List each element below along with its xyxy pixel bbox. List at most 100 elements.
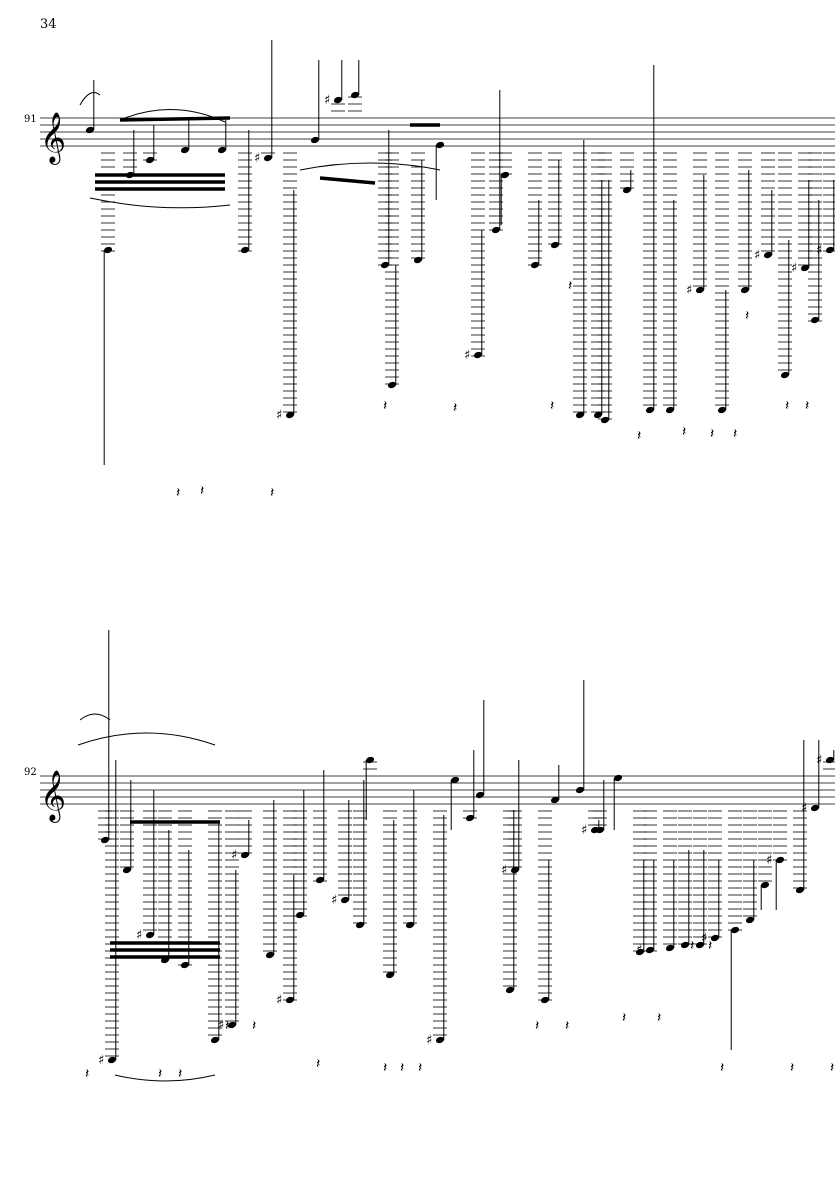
notehead [122,866,132,874]
measure-number-92: 92 [24,767,37,778]
sharp-icon: ♯ [816,753,822,768]
rest-icon: 𝄽 [200,483,204,499]
notehead [695,286,705,294]
sharp-icon: ♯ [426,1033,432,1048]
rest-icon: 𝄽 [720,1060,724,1076]
notehead [717,406,727,414]
sharp-icon: ♯ [276,408,282,423]
rest-icon: 𝄽 [270,485,274,501]
rest-icon: 𝄽 [657,1010,661,1026]
notehead [285,411,295,419]
notehead [350,91,360,99]
notehead [680,941,690,949]
sharp-icon: ♯ [98,1053,104,1068]
rest-icon: 𝄽 [637,428,641,444]
sharp-icon: ♯ [324,93,330,108]
notehead [103,246,113,254]
notehead [227,1021,237,1029]
rest-icon: 𝄽 [568,278,572,294]
treble-clef-icon: 𝄞 [40,112,66,165]
rest-icon: 𝄽 [225,1018,229,1034]
notehead [600,416,610,424]
sharp-icon: ♯ [701,931,707,946]
notehead [665,406,675,414]
notehead [695,941,705,949]
rest-icon: 𝄽 [830,1060,834,1076]
notehead [145,931,155,939]
notehead [550,796,560,804]
notehead [635,948,645,956]
rest-icon: 𝄽 [682,424,686,440]
slur [119,109,226,123]
notehead [710,934,720,942]
notehead [575,786,585,794]
beam [319,176,376,185]
notehead [825,246,835,254]
rest-icon: 𝄽 [745,308,749,324]
notehead [310,136,320,144]
sharp-icon: ♯ [581,823,587,838]
notehead [800,264,810,272]
notehead [435,1036,445,1044]
sharp-icon: ♯ [816,243,822,258]
notehead [645,946,655,954]
measure-number-91: 91 [24,114,37,125]
notehead [622,186,632,194]
notehead [450,776,460,784]
notehead [473,351,483,359]
rest-icon: 𝄽 [85,1066,89,1082]
rest-icon: 𝄽 [805,398,809,414]
sharp-icon: ♯ [801,801,807,816]
notehead [780,371,790,379]
rest-icon: 𝄽 [708,938,712,954]
treble-clef-icon: 𝄞 [40,770,66,823]
notehead [340,896,350,904]
notehead [217,146,227,154]
notehead [595,826,605,834]
notehead [593,411,603,419]
sharp-icon: ♯ [754,248,760,263]
notehead [333,96,343,104]
notehead [387,381,397,389]
notehead [510,866,520,874]
beam [119,116,231,122]
notehead [505,986,515,994]
notehead [210,1036,220,1044]
notehead [180,146,190,154]
rest-icon: 𝄽 [176,485,180,501]
notehead [107,1056,117,1064]
notehead [355,921,365,929]
notehead [385,971,395,979]
sharp-icon: ♯ [231,848,237,863]
notehead [825,756,835,764]
rest-icon: 𝄽 [383,398,387,414]
rest-icon: 𝄽 [622,1010,626,1026]
sharp-icon: ♯ [686,283,692,298]
rest-icon: 𝄽 [690,938,694,954]
rest-icon: 𝄽 [453,400,457,416]
notehead [810,804,820,812]
sharp-icon: ♯ [791,261,797,276]
notehead [405,921,415,929]
sharp-icon: ♯ [331,893,337,908]
sharp-icon: ♯ [254,151,260,166]
rest-icon: 𝄽 [550,398,554,414]
rest-icon: 𝄽 [535,1018,539,1034]
notehead [550,241,560,249]
rest-icon: 𝄽 [316,1056,320,1072]
sharp-icon: ♯ [501,863,507,878]
notehead [500,171,510,179]
notehead [265,951,275,959]
slur [114,1074,216,1082]
notehead [85,126,95,134]
notehead [475,791,485,799]
notehead [745,916,755,924]
rest-icon: 𝄽 [158,1066,162,1082]
sharp-icon: ♯ [636,943,642,958]
notehead [810,316,820,324]
notehead [413,256,423,264]
sharp-icon: ♯ [276,993,282,1008]
sharp-icon: ♯ [136,928,142,943]
rest-icon: 𝄽 [790,1060,794,1076]
